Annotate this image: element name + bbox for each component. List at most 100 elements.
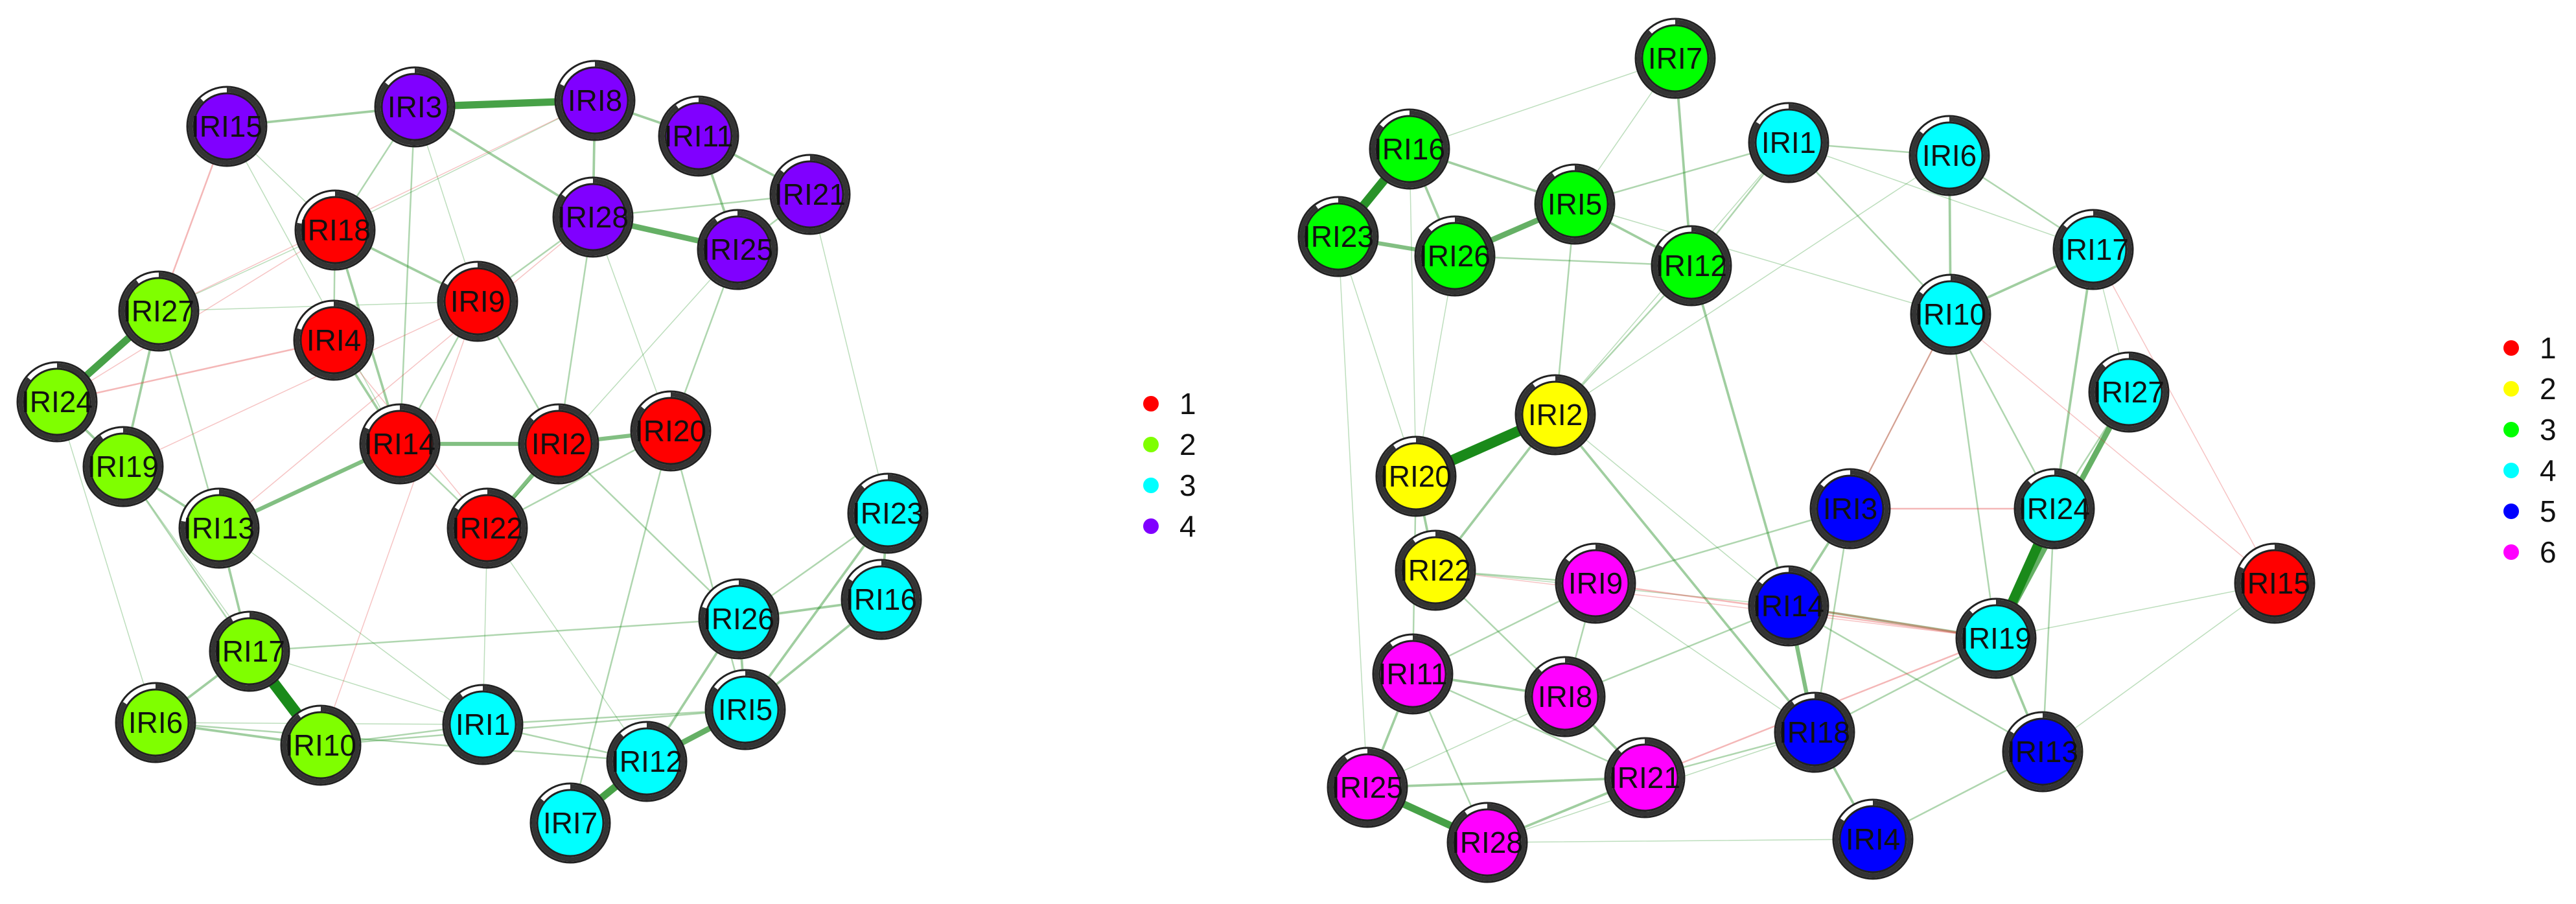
left-node-label: IRI2 <box>531 427 586 461</box>
right-node-label: IRI18 <box>1779 715 1850 749</box>
right-edge-IRI25-IRI21 <box>1366 776 1646 789</box>
right-legend-item-6: 6 <box>2503 535 2557 569</box>
right-node-IRI20: IRI20 <box>1375 435 1457 517</box>
left-node-label: IRI9 <box>450 284 505 318</box>
left-edge-IRI21-IRI23 <box>809 194 888 514</box>
left-edge-IRI3-IRI14 <box>399 106 416 445</box>
right-edge-IRI13-IRI15 <box>2042 583 2275 752</box>
left-edge-IRI10-IRI5 <box>319 708 747 747</box>
right-legend-item-5: 5 <box>2503 494 2557 528</box>
right-legend-label: 1 <box>2540 331 2557 365</box>
right-node-IRI18: IRI18 <box>1774 691 1855 773</box>
left-edge-IRI24-IRI4 <box>56 339 335 403</box>
right-node-IRI26: IRI26 <box>1414 215 1496 297</box>
left-edge-IRI13-IRI1 <box>218 527 483 725</box>
right-legend-label: 5 <box>2540 494 2557 528</box>
right-edge-IRI19-IRI22 <box>1435 570 1997 639</box>
right-legend-label: 4 <box>2540 454 2557 487</box>
left-node-IRI24: IRI24 <box>16 361 98 443</box>
left-edge-IRI22-IRI12 <box>487 527 647 762</box>
left-node-IRI17: IRI17 <box>209 610 290 692</box>
right-node-label: IRI25 <box>1332 771 1403 804</box>
left-node-IRI5: IRI5 <box>704 669 786 750</box>
right-edge-IRI14-IRI13 <box>1787 605 2044 753</box>
right-node-IRI7: IRI7 <box>1634 17 1716 99</box>
left-node-IRI28: IRI28 <box>552 176 634 258</box>
left-node-IRI25: IRI25 <box>697 209 778 290</box>
right-node-IRI25: IRI25 <box>1327 747 1408 828</box>
left-node-IRI15: IRI15 <box>186 86 268 167</box>
left-edge-IRI27-IRI8 <box>158 100 596 312</box>
right-node-IRI24: IRI24 <box>2013 468 2095 550</box>
right-node-IRI13: IRI13 <box>2002 711 2083 793</box>
left-node-IRI1: IRI1 <box>442 684 524 765</box>
right-node-label: IRI5 <box>1548 187 1602 221</box>
right-edge-IRI17-IRI24 <box>2053 248 2094 510</box>
left-node-IRI21: IRI21 <box>769 154 851 235</box>
right-node-IRI9: IRI9 <box>1555 542 1636 624</box>
right-node-label: IRI8 <box>1538 680 1592 713</box>
right-node-IRI22: IRI22 <box>1395 529 1476 611</box>
right-node-label: IRI6 <box>1922 139 1977 172</box>
right-edge-IRI10-IRI15 <box>1950 314 2275 584</box>
right-edge-IRI28-IRI4 <box>1487 839 1874 843</box>
left-node-IRI27: IRI27 <box>118 270 200 352</box>
right-node-label: IRI23 <box>1303 220 1374 253</box>
left-node-IRI4: IRI4 <box>293 299 375 381</box>
left-legend-label: 1 <box>1179 387 1196 421</box>
right-node-IRI28: IRI28 <box>1446 802 1528 883</box>
left-node-label: IRI3 <box>388 90 442 124</box>
right-legend-item-4: 4 <box>2503 454 2557 487</box>
left-node-IRI9: IRI9 <box>437 261 518 342</box>
right-edge-IRI5-IRI10 <box>1574 203 1951 315</box>
left-node-IRI6: IRI6 <box>115 682 196 763</box>
right-node-IRI11: IRI11 <box>1372 633 1454 715</box>
left-node-IRI18: IRI18 <box>294 189 376 271</box>
left-node-label: IRI25 <box>702 233 773 266</box>
right-node-IRI5: IRI5 <box>1534 163 1616 245</box>
left-node-label: IRI10 <box>285 728 356 762</box>
right-legend-label: 3 <box>2540 413 2557 446</box>
right-legend-item-2: 2 <box>2503 372 2557 406</box>
right-node-label: IRI13 <box>2007 735 2078 769</box>
left-node-label: IRI8 <box>568 84 622 117</box>
right-node-label: IRI11 <box>1378 657 1448 691</box>
left-edge-IRI24-IRI6 <box>56 401 156 723</box>
left-edge-IRI19-IRI9 <box>122 301 478 467</box>
left-node-label: IRI19 <box>87 450 159 483</box>
right-node-IRI1: IRI1 <box>1748 102 1829 183</box>
right-edge-IRI1-IRI17 <box>1788 142 2094 250</box>
right-node-IRI2: IRI2 <box>1514 374 1596 456</box>
left-edge-IRI25-IRI22 <box>487 249 738 529</box>
left-legend-label: 3 <box>1179 469 1196 502</box>
right-node-label: IRI21 <box>1609 761 1680 794</box>
right-node-IRI19: IRI19 <box>1955 597 2037 679</box>
right-node-IRI23: IRI23 <box>1297 196 1379 277</box>
left-node-label: IRI24 <box>21 385 93 419</box>
right-edge-IRI11-IRI21 <box>1411 673 1646 779</box>
left-node-IRI11: IRI11 <box>658 95 739 177</box>
right-node-label: IRI26 <box>1419 239 1491 273</box>
left-node-label: IRI21 <box>774 178 846 211</box>
right-node-label: IRI3 <box>1823 492 1877 526</box>
right-node-label: IRI15 <box>2239 566 2310 600</box>
left-node-label: IRI11 <box>664 119 734 153</box>
left-edge-IRI1-IRI5 <box>482 708 747 726</box>
left-node-label: IRI23 <box>852 496 923 530</box>
right-node-label: IRI4 <box>1846 822 1900 856</box>
right-edge-IRI12-IRI14 <box>1690 264 1790 607</box>
left-node-label: IRI7 <box>543 806 598 840</box>
left-legend-item-4: 4 <box>1143 509 1196 543</box>
right-node-IRI10: IRI10 <box>1910 273 1991 355</box>
right-node-IRI14: IRI14 <box>1748 565 1829 647</box>
left-node-label: IRI27 <box>123 294 194 328</box>
right-node-label: IRI27 <box>2093 375 2164 409</box>
right-node-IRI17: IRI17 <box>2052 209 2134 290</box>
right-node-IRI6: IRI6 <box>1909 115 1990 196</box>
right-node-label: IRI20 <box>1380 459 1452 493</box>
right-edge-IRI2-IRI14 <box>1555 414 1789 607</box>
right-legend: 1 2 3 4 5 6 <box>2503 331 2557 569</box>
